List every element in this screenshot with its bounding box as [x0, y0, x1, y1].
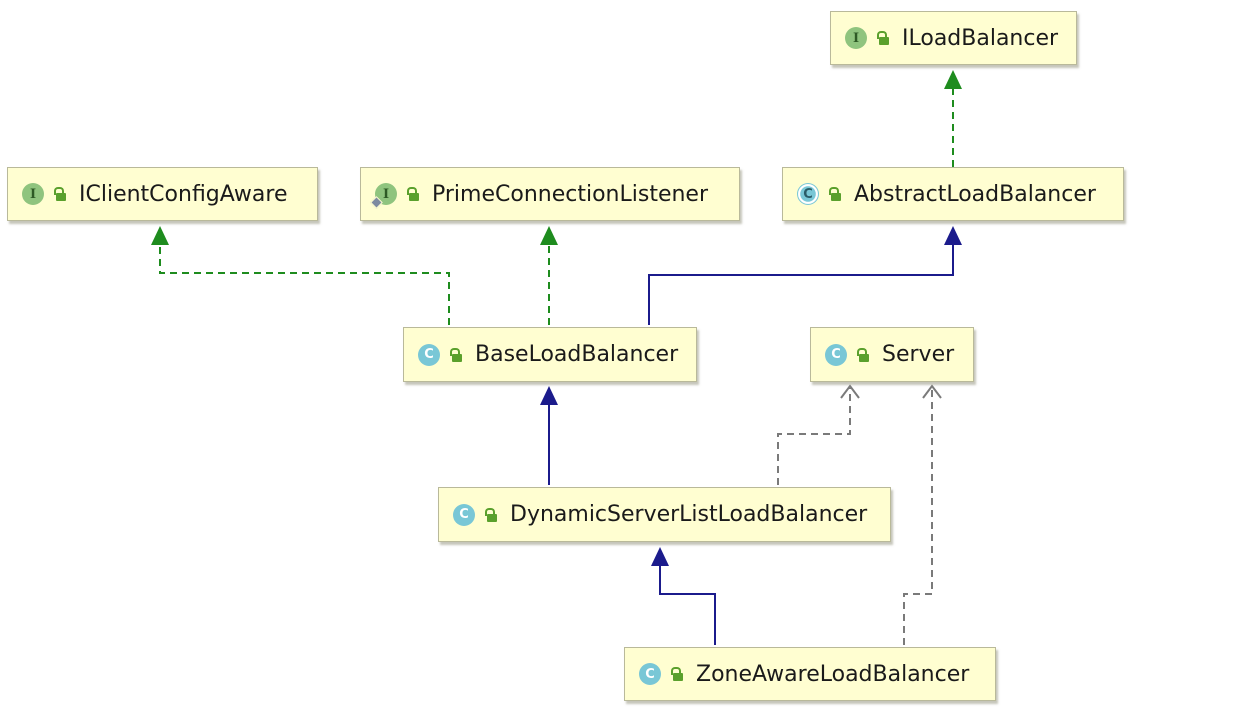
- public-lock-icon: [406, 187, 420, 201]
- interface-icon: I: [22, 183, 44, 205]
- node-zoneawareloadbalancer[interactable]: C ZoneAwareLoadBalancer: [624, 647, 996, 701]
- class-name: AbstractLoadBalancer: [854, 181, 1096, 207]
- public-lock-icon: [876, 31, 890, 45]
- class-icon: C: [639, 663, 661, 685]
- edge-dynamicserverlistloadbalancer-extends-baseloadbalancer: [540, 386, 558, 485]
- public-lock-icon: [828, 187, 842, 201]
- node-primeconnectionlistener[interactable]: I PrimeConnectionListener: [360, 167, 740, 221]
- class-icon: C: [453, 503, 475, 526]
- class-name: BaseLoadBalancer: [475, 342, 679, 367]
- class-icon: C: [825, 343, 847, 366]
- interface-icon: I: [845, 27, 867, 49]
- node-dynamicserverlistloadbalancer[interactable]: C DynamicServerListLoadBalancer: [438, 487, 891, 542]
- edge-zoneawareloadbalancer-extends-dynamicserverlistloadbalancer: [651, 547, 716, 645]
- class-name: ILoadBalancer: [902, 25, 1059, 51]
- public-lock-icon: [856, 347, 870, 362]
- class-icon: C: [418, 343, 440, 366]
- class-name: PrimeConnectionListener: [432, 181, 708, 207]
- edge-dynamicserverlistloadbalancer-uses-server: [777, 384, 860, 485]
- class-name: IClientConfigAware: [79, 181, 288, 207]
- edge-baseloadbalancer-extends-abstractloadbalancer: [648, 226, 962, 325]
- public-lock-icon: [53, 187, 67, 201]
- abstract-class-icon: C: [797, 183, 819, 205]
- node-baseloadbalancer[interactable]: C BaseLoadBalancer: [403, 327, 697, 382]
- node-iloadbalancer[interactable]: I ILoadBalancer: [830, 11, 1077, 65]
- class-name: ZoneAwareLoadBalancer: [696, 661, 970, 687]
- edge-abstractloadbalancer-implements-iloadbalancer: [944, 70, 962, 167]
- nested-badge-icon: [370, 196, 383, 209]
- class-name: Server: [882, 342, 955, 367]
- interface-icon: I: [370, 183, 397, 209]
- node-server[interactable]: C Server: [810, 327, 974, 382]
- node-iclientconfigaware[interactable]: I IClientConfigAware: [7, 167, 318, 221]
- class-name: DynamicServerListLoadBalancer: [510, 502, 868, 527]
- public-lock-icon: [449, 347, 463, 362]
- public-lock-icon: [484, 507, 498, 522]
- public-lock-icon: [670, 667, 684, 681]
- edge-baseloadbalancer-implements-iclientconfigaware: [151, 226, 450, 325]
- edge-baseloadbalancer-implements-primeconnectionlistener: [540, 226, 558, 325]
- node-abstractloadbalancer[interactable]: C AbstractLoadBalancer: [782, 167, 1124, 221]
- edge-zoneawareloadbalancer-uses-server: [903, 384, 942, 645]
